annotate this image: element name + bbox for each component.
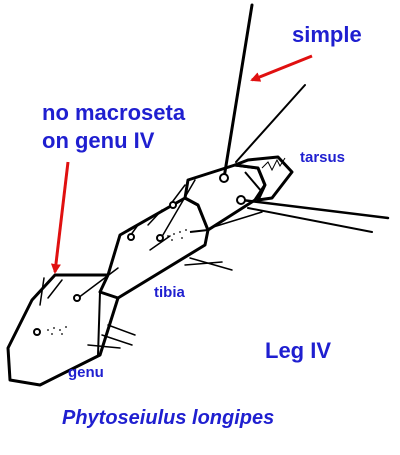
- species-caption: Phytoseiulus longipes: [62, 407, 275, 429]
- label-note-line2: on genu IV: [42, 128, 155, 153]
- label-note-line1: no macroseta: [42, 100, 186, 125]
- tarsus-tip: [233, 155, 294, 202]
- joint-lines: [97, 171, 263, 356]
- label-genu: genu: [68, 364, 104, 381]
- label-tibia: tibia: [154, 284, 185, 301]
- label-simple: simple: [292, 22, 362, 47]
- setae: [39, 3, 390, 349]
- arrow-to-genu: [50, 161, 70, 274]
- label-leg: Leg IV: [265, 338, 332, 363]
- label-tarsus: tarsus: [300, 149, 346, 166]
- setal-sockets: [33, 173, 246, 336]
- simple-macroseta: [222, 3, 254, 180]
- pointer-arrows: [50, 54, 313, 274]
- arrow-to-simple-seta: [250, 54, 313, 82]
- leg-outline: [6, 155, 294, 387]
- claw-line: [261, 157, 286, 172]
